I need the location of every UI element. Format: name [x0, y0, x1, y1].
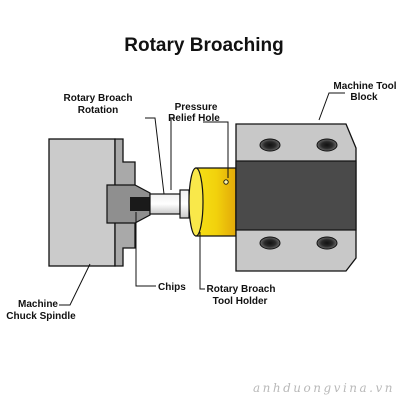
label-pressure-relief-hole-line2: Relief Hole	[168, 113, 220, 124]
watermark: anhduongvina.vn	[253, 381, 395, 395]
tool-holder-face	[188, 167, 204, 237]
mount-hole-top-left	[259, 138, 281, 152]
leader-lines	[59, 92, 345, 306]
label-chuck-spindle-line1: Machine	[18, 299, 58, 310]
labels: Machine Tool Block Rotary Broach Rotatio…	[6, 81, 397, 322]
mount-hole-bottom-right	[316, 236, 338, 250]
label-tool-holder-line1: Rotary Broach	[207, 284, 276, 295]
label-machine-tool-block-line1: Machine Tool	[333, 81, 396, 92]
leader-pressure-relief-hole	[203, 121, 229, 178]
mount-hole-bottom-left	[259, 236, 281, 250]
workpiece-cavity	[130, 197, 152, 211]
leader-broach-rotation	[145, 117, 165, 195]
leader-chips	[135, 212, 156, 287]
label-chuck-spindle-line2: Chuck Spindle	[6, 311, 76, 322]
label-rotary-broach-rotation-line2: Rotation	[78, 105, 119, 116]
machine-chuck-spindle	[48, 138, 152, 267]
broach-shank	[149, 193, 181, 215]
label-pressure-relief-hole-line1: Pressure	[175, 102, 218, 113]
block-slot	[235, 160, 357, 231]
machine-tool-block	[235, 123, 357, 272]
pressure-relief-hole	[223, 179, 229, 185]
label-chips: Chips	[158, 282, 186, 293]
label-rotary-broach-rotation-line1: Rotary Broach	[64, 93, 133, 104]
rotary-broach-shank	[149, 189, 190, 219]
mount-hole-top-right	[316, 138, 338, 152]
rotary-broach-tool-holder	[188, 167, 237, 237]
leader-chuck-spindle	[59, 263, 91, 306]
label-tool-holder-line2: Tool Holder	[213, 296, 268, 307]
chuck-body	[48, 138, 116, 267]
leader-tool-holder	[199, 232, 205, 290]
leader-machine-tool-block	[318, 92, 345, 121]
broach-collar	[179, 189, 190, 219]
diagram-title: Rotary Broaching	[124, 35, 283, 56]
chuck-bore	[106, 184, 151, 224]
leader-broach-rotation-right	[170, 117, 175, 190]
label-machine-tool-block-line2: Block	[350, 92, 378, 103]
